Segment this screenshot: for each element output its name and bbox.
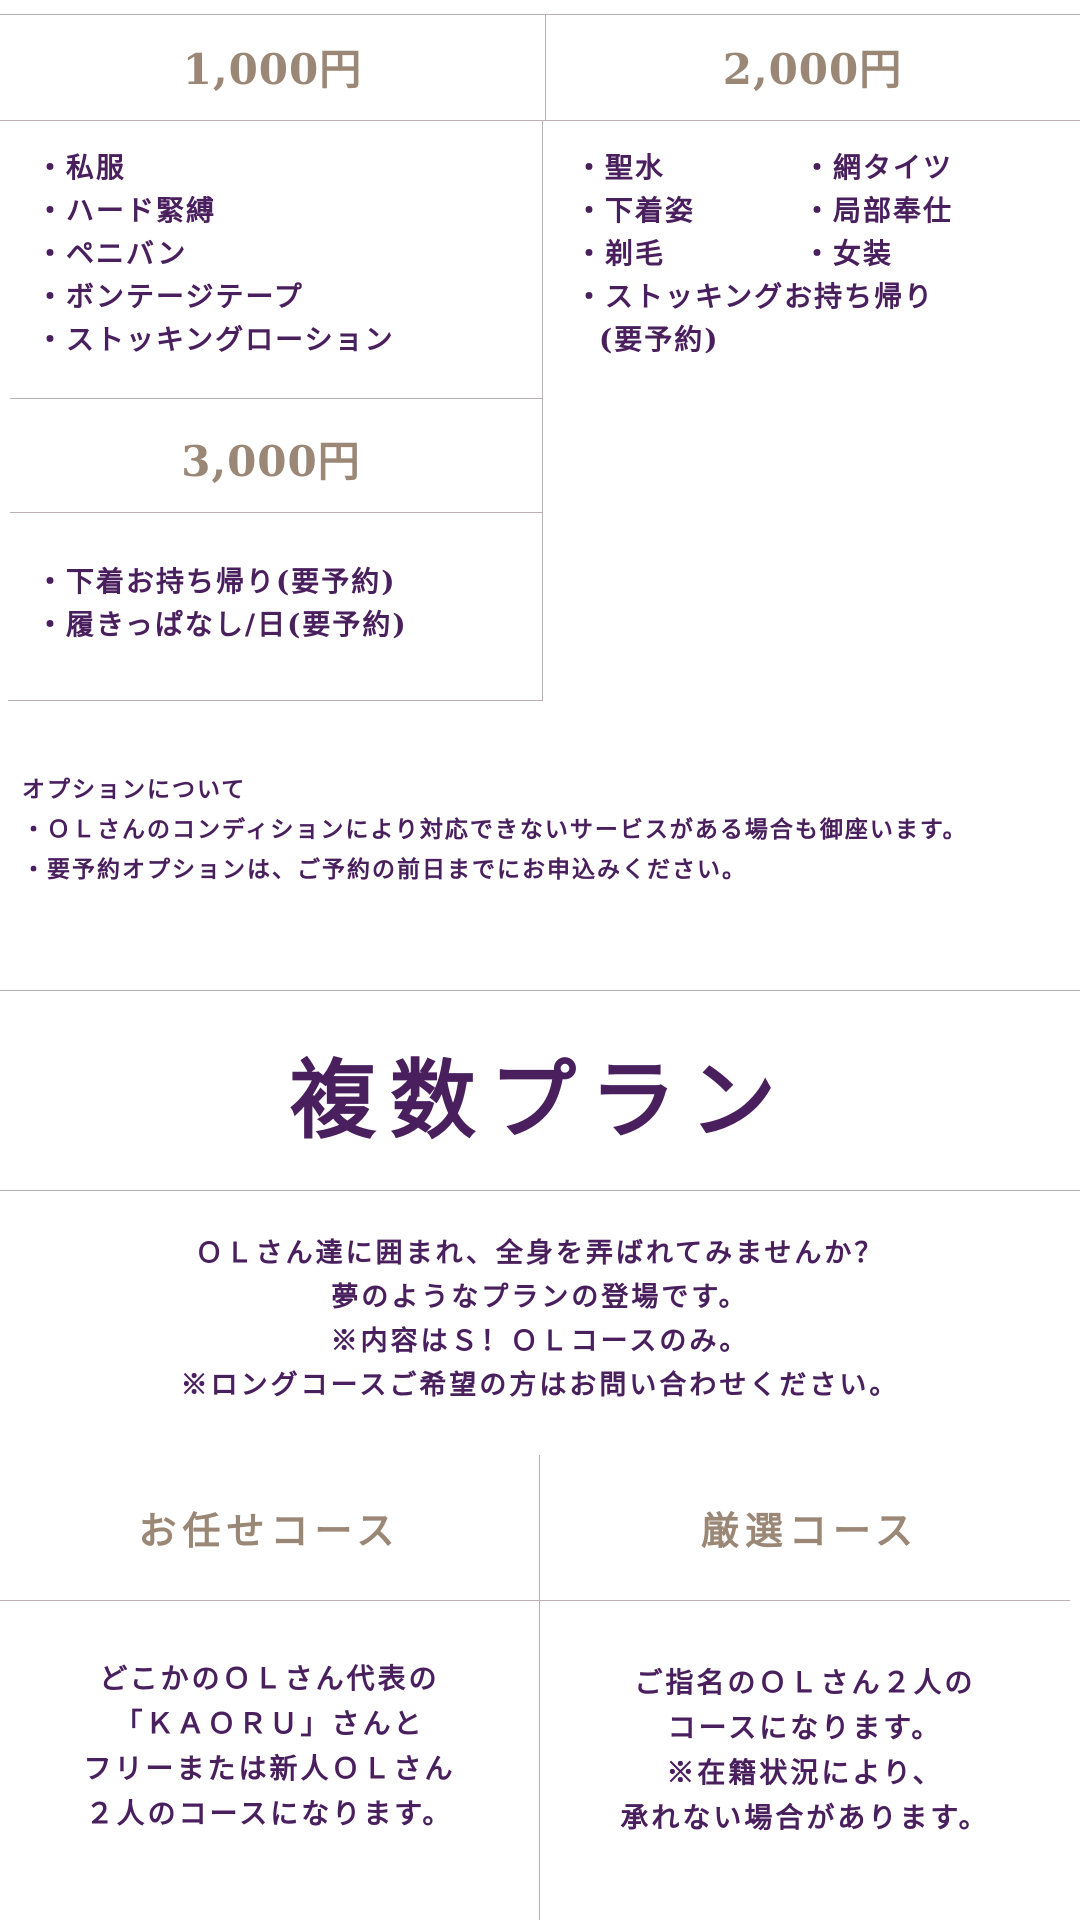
- course-desc-gensen: ご指名のＯＬさん２人の コースになります。 ※在籍状況により、 承れない場合があ…: [540, 1660, 1070, 1840]
- desc-line: どこかのＯＬさん代表の: [99, 1662, 440, 1695]
- notes-line: ・ＯＬさんのコンディションにより対応できないサービスがある場合も御座います。: [22, 816, 968, 843]
- course-desc-omakase: どこかのＯＬさん代表の 「ＫＡＯＲＵ」さんと フリーまたは新人ＯＬさん ２人のコ…: [0, 1656, 539, 1836]
- table-bottom-border: [8, 700, 543, 701]
- list-item: ・ハード緊縛: [36, 194, 217, 227]
- table-top-border: [0, 14, 1080, 15]
- intro-line: ＯＬさん達に囲まれ、全身を弄ばれてみませんか？: [195, 1238, 885, 1269]
- notes-line: ・要予約オプションは、ご予約の前日までにお申込みください。: [22, 856, 747, 883]
- desc-line: ご指名のＯＬさん２人の: [634, 1666, 976, 1699]
- list-item: ・ストッキングお持ち帰り: [575, 280, 935, 313]
- desc-line: ※在籍状況により、: [666, 1756, 944, 1789]
- page-title: 複数プラン: [290, 1050, 790, 1151]
- row-divider-3000-top: [10, 398, 542, 399]
- course-title-omakase: お任せコース: [138, 1508, 401, 1553]
- list-item: ・ボンテージテープ: [36, 280, 304, 313]
- row-divider-3000-bottom: [10, 512, 542, 513]
- intro-line: ※ロングコースご希望の方はお問い合わせください。: [180, 1370, 900, 1401]
- desc-line: ２人のコースになります。: [85, 1797, 454, 1830]
- price-2000: 2,000円: [722, 45, 903, 94]
- list-item: (要予約): [599, 323, 720, 356]
- list-item: ・剃毛: [575, 237, 666, 270]
- course-header-bottom-border: [0, 1600, 1070, 1601]
- left-column-border: [542, 120, 543, 700]
- section-title-bottom-border: [0, 1190, 1080, 1191]
- list-item: ・女装: [803, 237, 894, 270]
- list-item: ・網タイツ: [803, 151, 954, 184]
- desc-line: フリーまたは新人ＯＬさん: [83, 1752, 456, 1785]
- list-item: ・聖水: [575, 151, 666, 184]
- list-item: ・ペニバン: [36, 237, 188, 270]
- option-list-2000: ・聖水 ・網タイツ ・下着姿 ・局部奉仕 ・剃毛 ・女装: [575, 146, 1031, 275]
- header-bottom-border: [0, 120, 1080, 121]
- section-top-border: [0, 990, 1080, 991]
- list-item: ・ストッキングローション: [36, 323, 395, 356]
- desc-line: 「ＫＡＯＲＵ」さんと: [114, 1707, 425, 1740]
- list-item: ・下着姿: [575, 194, 696, 227]
- option-notes: オプションについて ・ＯＬさんのコンディションにより対応できないサービスがある場…: [22, 770, 968, 890]
- plan-intro: ＯＬさん達に囲まれ、全身を弄ばれてみませんか？ 夢のようなプランの登場です。 ※…: [0, 1232, 1080, 1408]
- column-divider: [545, 14, 546, 120]
- intro-line: 夢のようなプランの登場です。: [331, 1282, 749, 1313]
- price-3000: 3,000円: [181, 437, 361, 486]
- price-1000: 1,000円: [182, 45, 363, 94]
- list-item: ・下着お持ち帰り(要予約): [36, 565, 397, 598]
- desc-line: 承れない場合があります。: [620, 1801, 990, 1834]
- desc-line: コースになります。: [667, 1711, 943, 1744]
- list-item: ・履きっぱなし/日(要予約): [36, 608, 408, 641]
- option-list-1000: ・私服 ・ハード緊縛 ・ペニバン ・ボンテージテープ ・ストッキングローション: [36, 146, 395, 361]
- notes-title: オプションについて: [22, 776, 247, 803]
- option-list-3000: ・下着お持ち帰り(要予約) ・履きっぱなし/日(要予約): [36, 560, 408, 646]
- list-item: ・局部奉仕: [803, 194, 954, 227]
- course-title-gensen: 厳選コース: [700, 1508, 920, 1553]
- list-item: ・私服: [36, 151, 127, 184]
- intro-line: ※内容はＳ！ＯＬコースのみ。: [330, 1326, 750, 1357]
- course-column-divider: [539, 1455, 540, 1920]
- option-list-2000-extra: ・ストッキングお持ち帰り (要予約): [575, 275, 934, 361]
